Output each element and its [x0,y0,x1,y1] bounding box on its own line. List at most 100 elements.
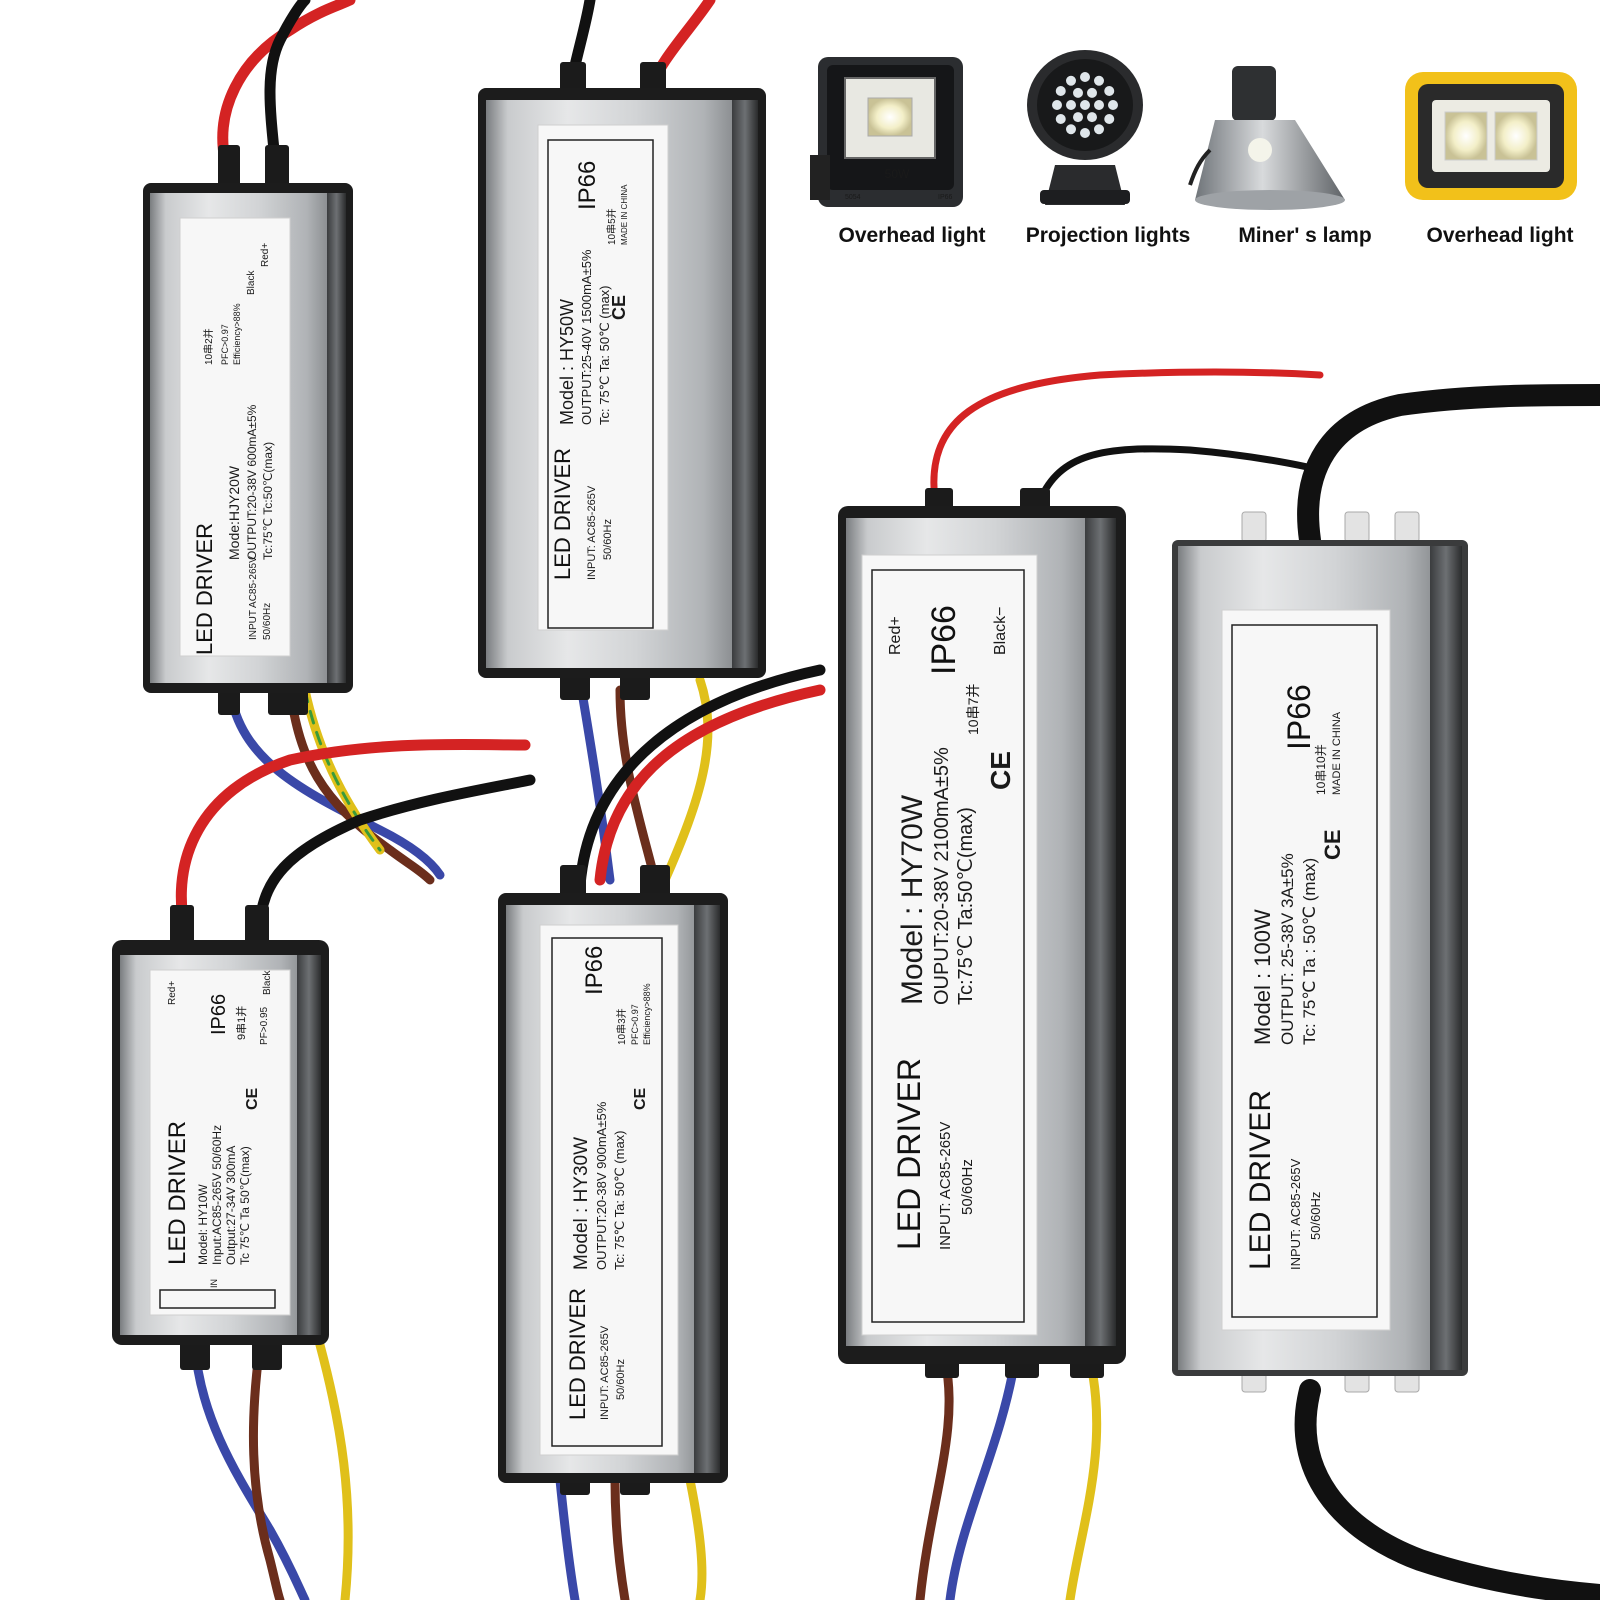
svg-text:MADE IN CHINA: MADE IN CHINA [620,184,629,245]
high-bay-lamp-icon [1188,66,1345,210]
led-driver-hy50w: LED DRIVER Model : HY50W OUTPUT:25-40V 1… [478,62,766,700]
svg-text:50/60Hz: 50/60Hz [1308,1192,1323,1240]
svg-text:Output:27-34V 300mA: Output:27-34V 300mA [224,1146,238,1265]
svg-text:IP66: IP66 [938,194,953,201]
svg-text:PF>0.95: PF>0.95 [259,1006,270,1045]
svg-text:50/60Hz: 50/60Hz [959,1159,976,1215]
brown-wire [610,1475,630,1600]
black-wire [574,664,826,891]
svg-text:5054: 5054 [845,194,861,201]
yellow-green-wire [315,1340,353,1600]
led-driver-100w: LED DRIVER Model : 100W OUTPUT: 25-38V 3… [1172,511,1468,1393]
led-dot [1066,75,1076,86]
svg-text:Efficiency>88%: Efficiency>88% [232,303,242,365]
svg-text:IP66: IP66 [208,994,230,1035]
svg-text:IN: IN [209,1279,219,1288]
svg-text:OUTPUT:20-38V 900mA±5%: OUTPUT:20-38V 900mA±5% [594,1101,609,1270]
led-dot [1073,112,1083,123]
svg-text:CE: CE [609,295,629,320]
svg-text:PFC>0.97: PFC>0.97 [220,324,230,365]
svg-text:Tc 75℃ Ta 50℃(max): Tc 75℃ Ta 50℃(max) [238,1146,252,1265]
svg-text:LED DRIVER: LED DRIVER [550,448,575,580]
svg-text:Efficiency>88%: Efficiency>88% [642,983,652,1045]
flood-light-panel-text: 50W [885,167,910,181]
svg-text:Model : HY30W: Model : HY30W [571,1137,592,1270]
green-stripe [303,688,382,852]
svg-text:50/60Hz: 50/60Hz [615,1359,627,1400]
svg-text:LED DRIVER: LED DRIVER [164,1121,191,1265]
led-dot [1066,124,1076,135]
svg-text:PFC>0.97: PFC>0.97 [630,1004,640,1045]
svg-text:Input:AC85-265V 50/60Hz: Input:AC85-265V 50/60Hz [210,1125,224,1265]
led-dot [1094,124,1104,135]
yellow-work-light-icon [1405,72,1577,200]
svg-text:Red+: Red+ [887,616,904,655]
svg-text:INPUT: AC85-265V: INPUT: AC85-265V [1288,1158,1303,1270]
svg-text:Tc:75℃ Tc:50℃(max): Tc:75℃ Tc:50℃(max) [261,442,275,560]
svg-text:Mode:HJY20W: Mode:HJY20W [226,465,242,560]
svg-text:Model: HY10W: Model: HY10W [196,1184,210,1265]
svg-text:10串5并: 10串5并 [605,208,618,245]
svg-text:50/60Hz: 50/60Hz [262,603,273,640]
led-driver-hy10w: LED DRIVER Model: HY10W Input:AC85-265V … [112,905,329,1370]
svg-text:Red+: Red+ [167,981,178,1005]
led-driver-hy70w: LED DRIVER Model : HY70W OUPUT:20-38V 21… [838,488,1126,1378]
svg-text:10串7并: 10串7并 [965,684,981,735]
svg-text:Tc:75℃ Ta:50℃(max): Tc:75℃ Ta:50℃(max) [955,807,977,1005]
svg-text:LED DRIVER: LED DRIVER [565,1288,590,1420]
svg-text:10串2并: 10串2并 [202,328,215,365]
led-driver-hy30w: LED DRIVER Model : HY30W OUTPUT:20-38V 9… [498,865,728,1495]
led-dot [1055,114,1066,124]
svg-text:Black: Black [262,970,273,995]
led-dot [1104,86,1115,96]
svg-text:10串10并: 10串10并 [1314,744,1328,795]
svg-text:LED DRIVER: LED DRIVER [1244,1090,1277,1270]
blue-wire [555,1475,580,1600]
svg-text:INPUT: AC85-265V: INPUT: AC85-265V [586,485,598,580]
led-dot [1087,112,1097,123]
svg-text:OUTPUT:25-40V 1500mA±5%: OUTPUT:25-40V 1500mA±5% [579,249,594,425]
led-dot [1066,100,1076,110]
svg-text:IP66: IP66 [1281,684,1317,750]
brown-wire [248,1340,285,1600]
svg-text:OUTPUT:20-38V 600mA±5%: OUTPUT:20-38V 600mA±5% [245,404,259,560]
black-wire [254,774,536,936]
svg-text:INPUT AC85-265V: INPUT AC85-265V [248,556,259,640]
power-cable [1297,384,1600,551]
svg-text:CE: CE [1320,829,1345,860]
svg-text:LED DRIVER: LED DRIVER [192,523,217,655]
black-wire [264,0,311,166]
led-dot [1108,100,1118,110]
svg-text:Tc: 75℃ Ta: 50℃ (max): Tc: 75℃ Ta: 50℃ (max) [597,285,612,425]
svg-text:Black: Black [246,270,257,295]
led-dot [1080,100,1090,110]
yellow-green-wire [660,675,713,885]
svg-text:Black−: Black− [992,607,1009,655]
svg-text:CE: CE [244,1087,261,1110]
app-label-overhead-light: Overhead light [838,224,985,247]
blue-wire [945,1355,1020,1600]
svg-text:IP66: IP66 [581,946,608,995]
svg-text:OUPUT:20-38V 2100mA±5%: OUPUT:20-38V 2100mA±5% [931,747,953,1005]
svg-text:CE: CE [985,751,1016,790]
svg-text:50/60Hz: 50/60Hz [602,519,614,560]
svg-text:LED DRIVER: LED DRIVER [891,1058,927,1250]
app-label-projection-lights: Projection lights [1026,224,1191,247]
led-driver-hjy20w: LED DRIVER Mode:HJY20W OUTPUT:20-38V 600… [143,145,353,715]
svg-text:MADE IN CHINA: MADE IN CHINA [1331,711,1343,795]
svg-text:9串1并: 9串1并 [234,1006,248,1040]
power-cable [1294,1379,1600,1600]
svg-text:OUTPUT: 25-38V 3A±5%: OUTPUT: 25-38V 3A±5% [1278,853,1297,1045]
black-wire [1036,445,1324,504]
led-dot [1087,87,1097,98]
projection-light-icon [1027,50,1143,205]
svg-text:10串3并: 10串3并 [615,1008,628,1045]
led-dot [1094,100,1104,110]
svg-text:Tc: 75℃ Ta : 50℃ (max): Tc: 75℃ Ta : 50℃ (max) [1300,858,1319,1045]
led-dot [1073,87,1083,98]
led-dot [1055,86,1066,96]
led-dot [1094,75,1104,86]
led-dot [1052,100,1062,110]
yellow-green-wire [1065,1355,1102,1600]
